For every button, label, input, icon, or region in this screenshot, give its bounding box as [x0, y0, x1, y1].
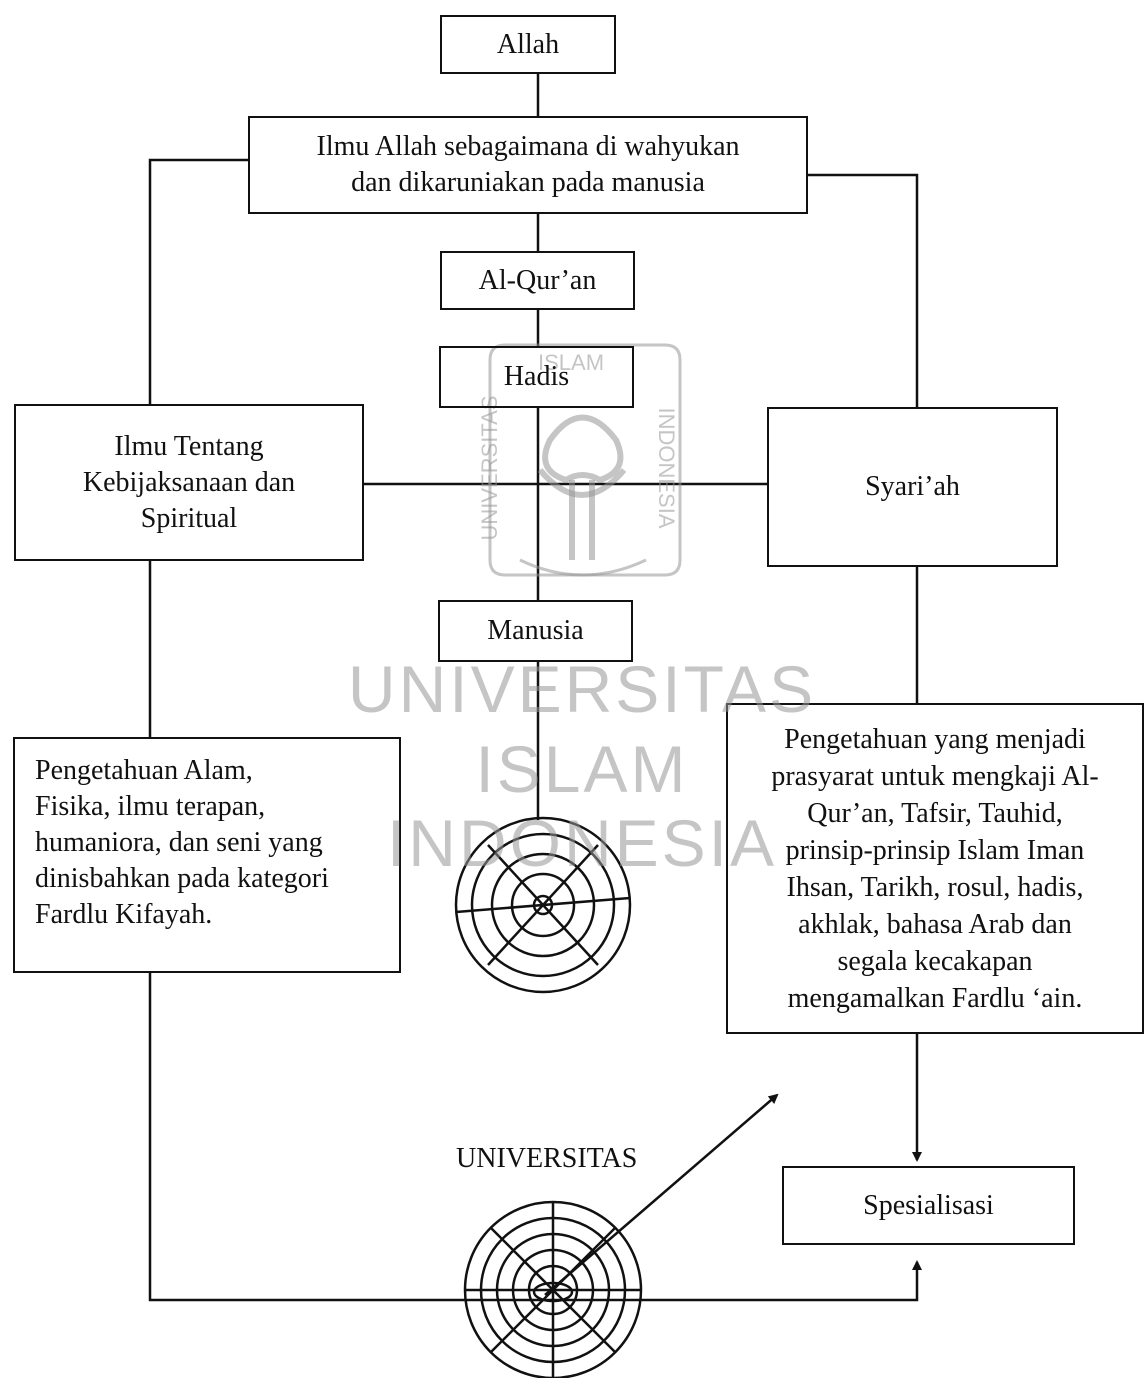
box-ilmu-allah: Ilmu Allah sebagaimana di wahyukan dan d…	[248, 116, 808, 214]
box-allah: Allah	[440, 15, 616, 74]
label-universitas: UNIVERSITAS	[456, 1143, 638, 1174]
box-pengetahuan-alam: Pengetahuan Alam, Fisika, ilmu terapan, …	[13, 737, 401, 973]
university-logo-watermark-icon	[488, 343, 682, 577]
box-alquran: Al-Qur’an	[440, 251, 635, 310]
box-spesialisasi: Spesialisasi	[782, 1166, 1075, 1245]
target-universitas-icon	[463, 1200, 643, 1378]
box-hadis: Hadis	[439, 346, 634, 408]
target-manusia-icon	[454, 816, 632, 994]
connector-ilmu-right	[807, 173, 919, 408]
box-pengetahuan-prasyarat: Pengetahuan yang menjadi prasyarat untuk…	[726, 703, 1144, 1034]
box-manusia: Manusia	[438, 600, 633, 662]
box-ilmu-tentang: Ilmu Tentang Kebijaksanaan dan Spiritual	[14, 404, 364, 561]
connector-alam-bottom	[148, 972, 922, 1302]
connector-ilmu-left	[148, 158, 249, 405]
connector-university-arrow	[544, 1093, 779, 1296]
box-syariah: Syari’ah	[767, 407, 1058, 567]
